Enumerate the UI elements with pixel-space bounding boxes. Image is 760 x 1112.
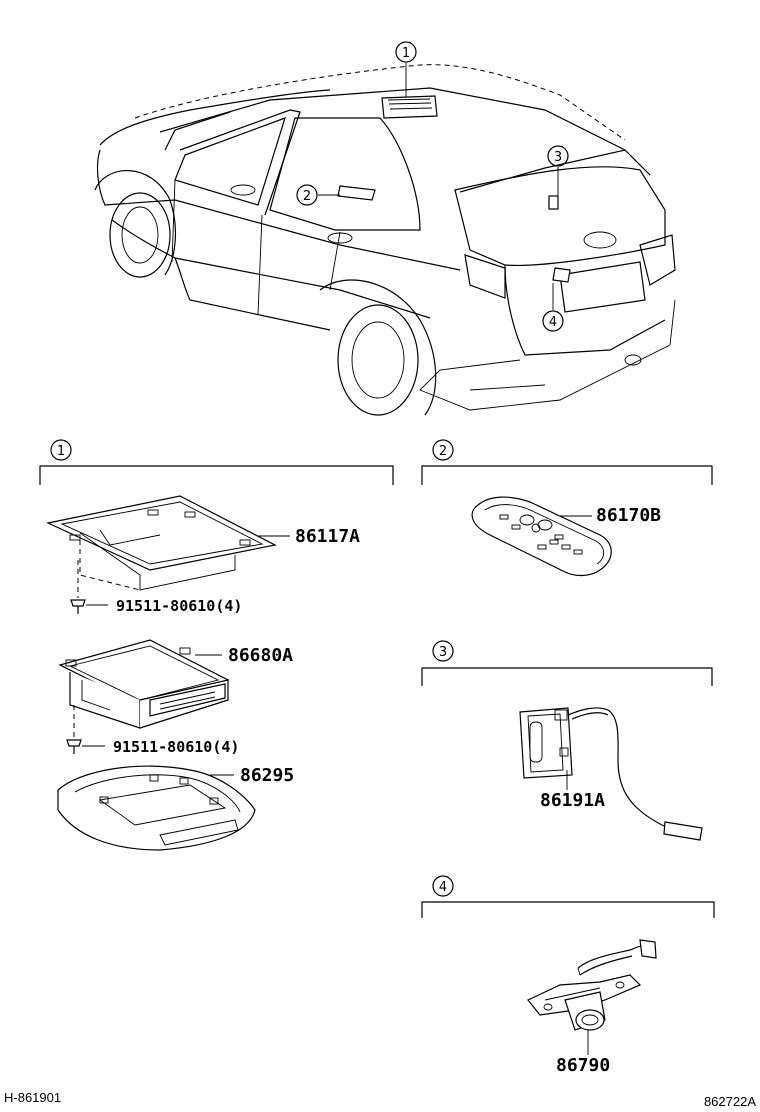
section-3-number: 3 (439, 645, 447, 660)
remote-control-drawing (471, 496, 612, 577)
part-86295-drawing (57, 765, 256, 851)
part-86170B-label: 86170B (596, 505, 661, 526)
section-2-bracket (421, 465, 713, 485)
callout-1-label: 1 (402, 46, 410, 61)
section-2: 2 86170B (421, 439, 713, 577)
section-3-bracket (421, 667, 713, 686)
section-4-number: 4 (439, 880, 447, 895)
part-86117A-label: 86117A (295, 526, 360, 547)
bolt-1-label: 91511-80610(4) (116, 597, 242, 615)
part-86117A-drawing (46, 495, 277, 591)
section-4: 4 86790 (421, 875, 715, 1076)
section-3: 3 86191A (421, 640, 713, 841)
section-1: 1 86117A 91511-80610(4) (39, 439, 394, 851)
callout-1: 1 (395, 41, 417, 63)
section-1-number: 1 (57, 444, 65, 459)
part-86680A-label: 86680A (228, 645, 293, 666)
part-86295-label: 86295 (240, 765, 294, 786)
bolt-2-label: 91511-80610(4) (113, 738, 239, 756)
vehicle-illustration: 1 2 3 4 (94, 41, 676, 416)
part-86680A-drawing (58, 639, 230, 729)
callout-4-label: 4 (549, 315, 557, 330)
part-86790-label: 86790 (556, 1055, 610, 1076)
bolt-1-icon (70, 599, 86, 614)
camera-86790-drawing (527, 939, 657, 1031)
camera-86191A-drawing (519, 707, 703, 841)
section-2-number: 2 (439, 444, 447, 459)
section-1-bracket (39, 465, 394, 485)
callout-2: 2 (296, 184, 318, 206)
callout-2-label: 2 (303, 189, 311, 204)
bolt-2-icon (66, 739, 82, 754)
callout-3-label: 3 (554, 150, 562, 165)
footer-right-code: 862722A (704, 1094, 756, 1109)
part-86191A-label: 86191A (540, 790, 605, 811)
callout-3: 3 (547, 145, 569, 167)
section-4-bracket (421, 901, 715, 918)
footer-left-code: H-861901 (4, 1090, 61, 1105)
callout-4: 4 (542, 310, 564, 332)
